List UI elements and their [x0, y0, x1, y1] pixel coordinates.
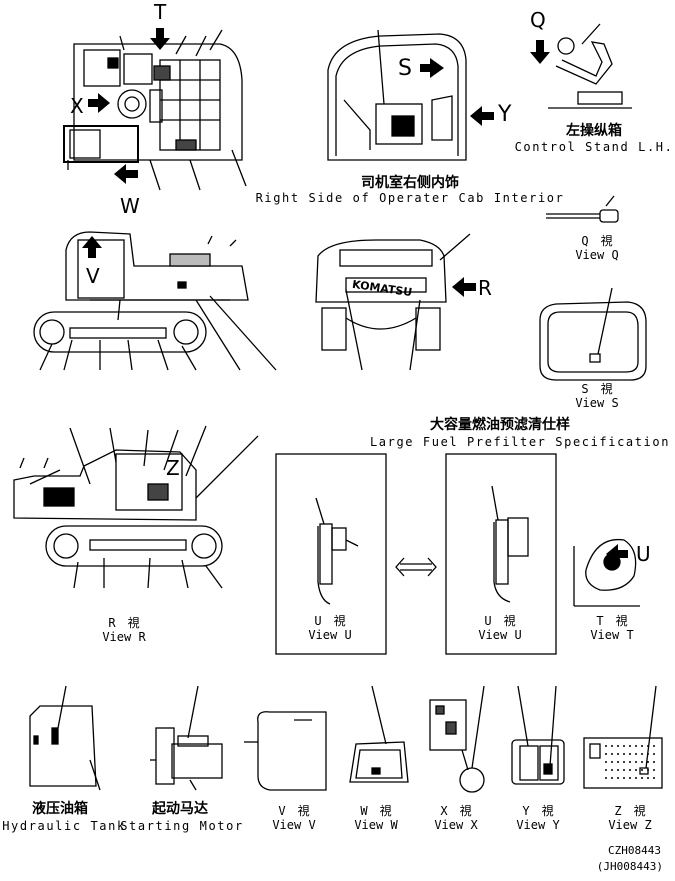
arrow-letter-q: Q [530, 8, 546, 32]
double-arrow-icon [395, 557, 437, 577]
arrow-letter-s: S [398, 56, 412, 81]
view-u-box-standard [275, 453, 387, 655]
view-x-label-en: View X [434, 818, 478, 832]
starting-motor-title-zh: 起动马达 [152, 801, 208, 817]
view-z-label: Z 視 View Z [608, 804, 651, 832]
view-z-label-zh: Z 視 [614, 804, 646, 818]
view-t-label-en: View T [590, 628, 634, 642]
top-view-upper-structure [63, 28, 247, 191]
view-q-part [546, 195, 619, 223]
view-u1-label-zh: U 視 [314, 614, 346, 628]
view-r-label-en: View R [102, 630, 146, 644]
drawing-number-sub: (JH008443) [596, 860, 663, 873]
view-x-label: X 視 View X [434, 804, 477, 832]
starting-motor-drawing [150, 685, 223, 791]
view-w-label: W 視 View W [354, 804, 397, 832]
machine-side-view-z [13, 425, 259, 589]
view-u1-label-en: View U [308, 628, 352, 642]
view-t-label-zh: T 視 [596, 614, 628, 628]
control-stand-drawing [530, 23, 632, 109]
fuel-prefilter-title-en: Large Fuel Prefilter Specification [369, 435, 671, 449]
arrow-letter-r: R [478, 276, 492, 300]
fuel-prefilter-title-zh: 大容量燃油预滤清仕样 [430, 417, 570, 433]
view-w-label-en: View W [354, 818, 398, 832]
view-x-drawing [429, 685, 485, 793]
hydraulic-tank-title-zh: 液压油箱 [32, 801, 88, 817]
arrow-letter-u: U [636, 542, 651, 566]
view-y-drawing [511, 685, 565, 785]
view-s-label-en: View S [575, 396, 619, 410]
view-u2-label-zh: U 視 [484, 614, 516, 628]
hydraulic-tank-drawing [29, 685, 101, 791]
view-s-label-zh: S 視 [581, 382, 613, 396]
view-v-label-en: View V [272, 818, 316, 832]
view-u1-label: U 視 View U [308, 614, 351, 642]
view-t-label: T 視 View T [590, 614, 633, 642]
arrow-letter-v: V [86, 264, 100, 288]
view-u-box-large-prefilter [445, 453, 557, 655]
view-r-label: R 視 View R [102, 616, 145, 644]
view-v-drawing [244, 711, 327, 791]
cab-interior-title-zh: 司机室右侧内饰 [361, 175, 459, 191]
view-x-label-zh: X 視 [440, 804, 472, 818]
arrow-letter-t: T [154, 0, 167, 24]
arrow-letter-x: X [70, 94, 84, 118]
view-q-label: Q 視 View Q [575, 234, 618, 262]
cab-interior-title-en: Right Side of Operater Cab Interior [255, 191, 565, 205]
view-t-drawing [573, 538, 640, 607]
view-y-label-zh: Y 視 [522, 804, 554, 818]
machine-rear-view [315, 233, 476, 371]
machine-side-view [33, 231, 277, 371]
view-u2-label-en: View U [478, 628, 522, 642]
view-z-drawing [583, 685, 663, 789]
view-z-label-en: View Z [608, 818, 652, 832]
control-stand-title-zh: 左操纵箱 [566, 123, 622, 139]
view-q-label-en: View Q [575, 248, 619, 262]
view-w-label-zh: W 視 [360, 804, 392, 818]
starting-motor-title-en: Starting Motor [120, 819, 244, 833]
view-y-label: Y 視 View Y [516, 804, 559, 832]
arrow-letter-y: Y [498, 102, 512, 127]
drawing-number: CZH08443 [608, 844, 661, 857]
view-u2-label: U 視 View U [478, 614, 521, 642]
view-w-drawing [349, 685, 409, 783]
arrow-letter-w: W [120, 194, 140, 218]
view-v-label: V 視 View V [272, 804, 315, 832]
view-s-window [539, 287, 647, 381]
view-q-label-zh: Q 視 [581, 234, 613, 248]
hydraulic-tank-title-en: Hydraulic Tank [2, 819, 126, 833]
view-y-label-en: View Y [516, 818, 560, 832]
view-s-label: S 視 View S [575, 382, 618, 410]
view-v-label-zh: V 視 [278, 804, 310, 818]
arrow-letter-z: Z [166, 456, 180, 480]
control-stand-title-en: Control Stand L.H. [514, 140, 674, 154]
view-r-label-zh: R 視 [108, 616, 140, 630]
cab-interior-drawing [327, 29, 494, 161]
